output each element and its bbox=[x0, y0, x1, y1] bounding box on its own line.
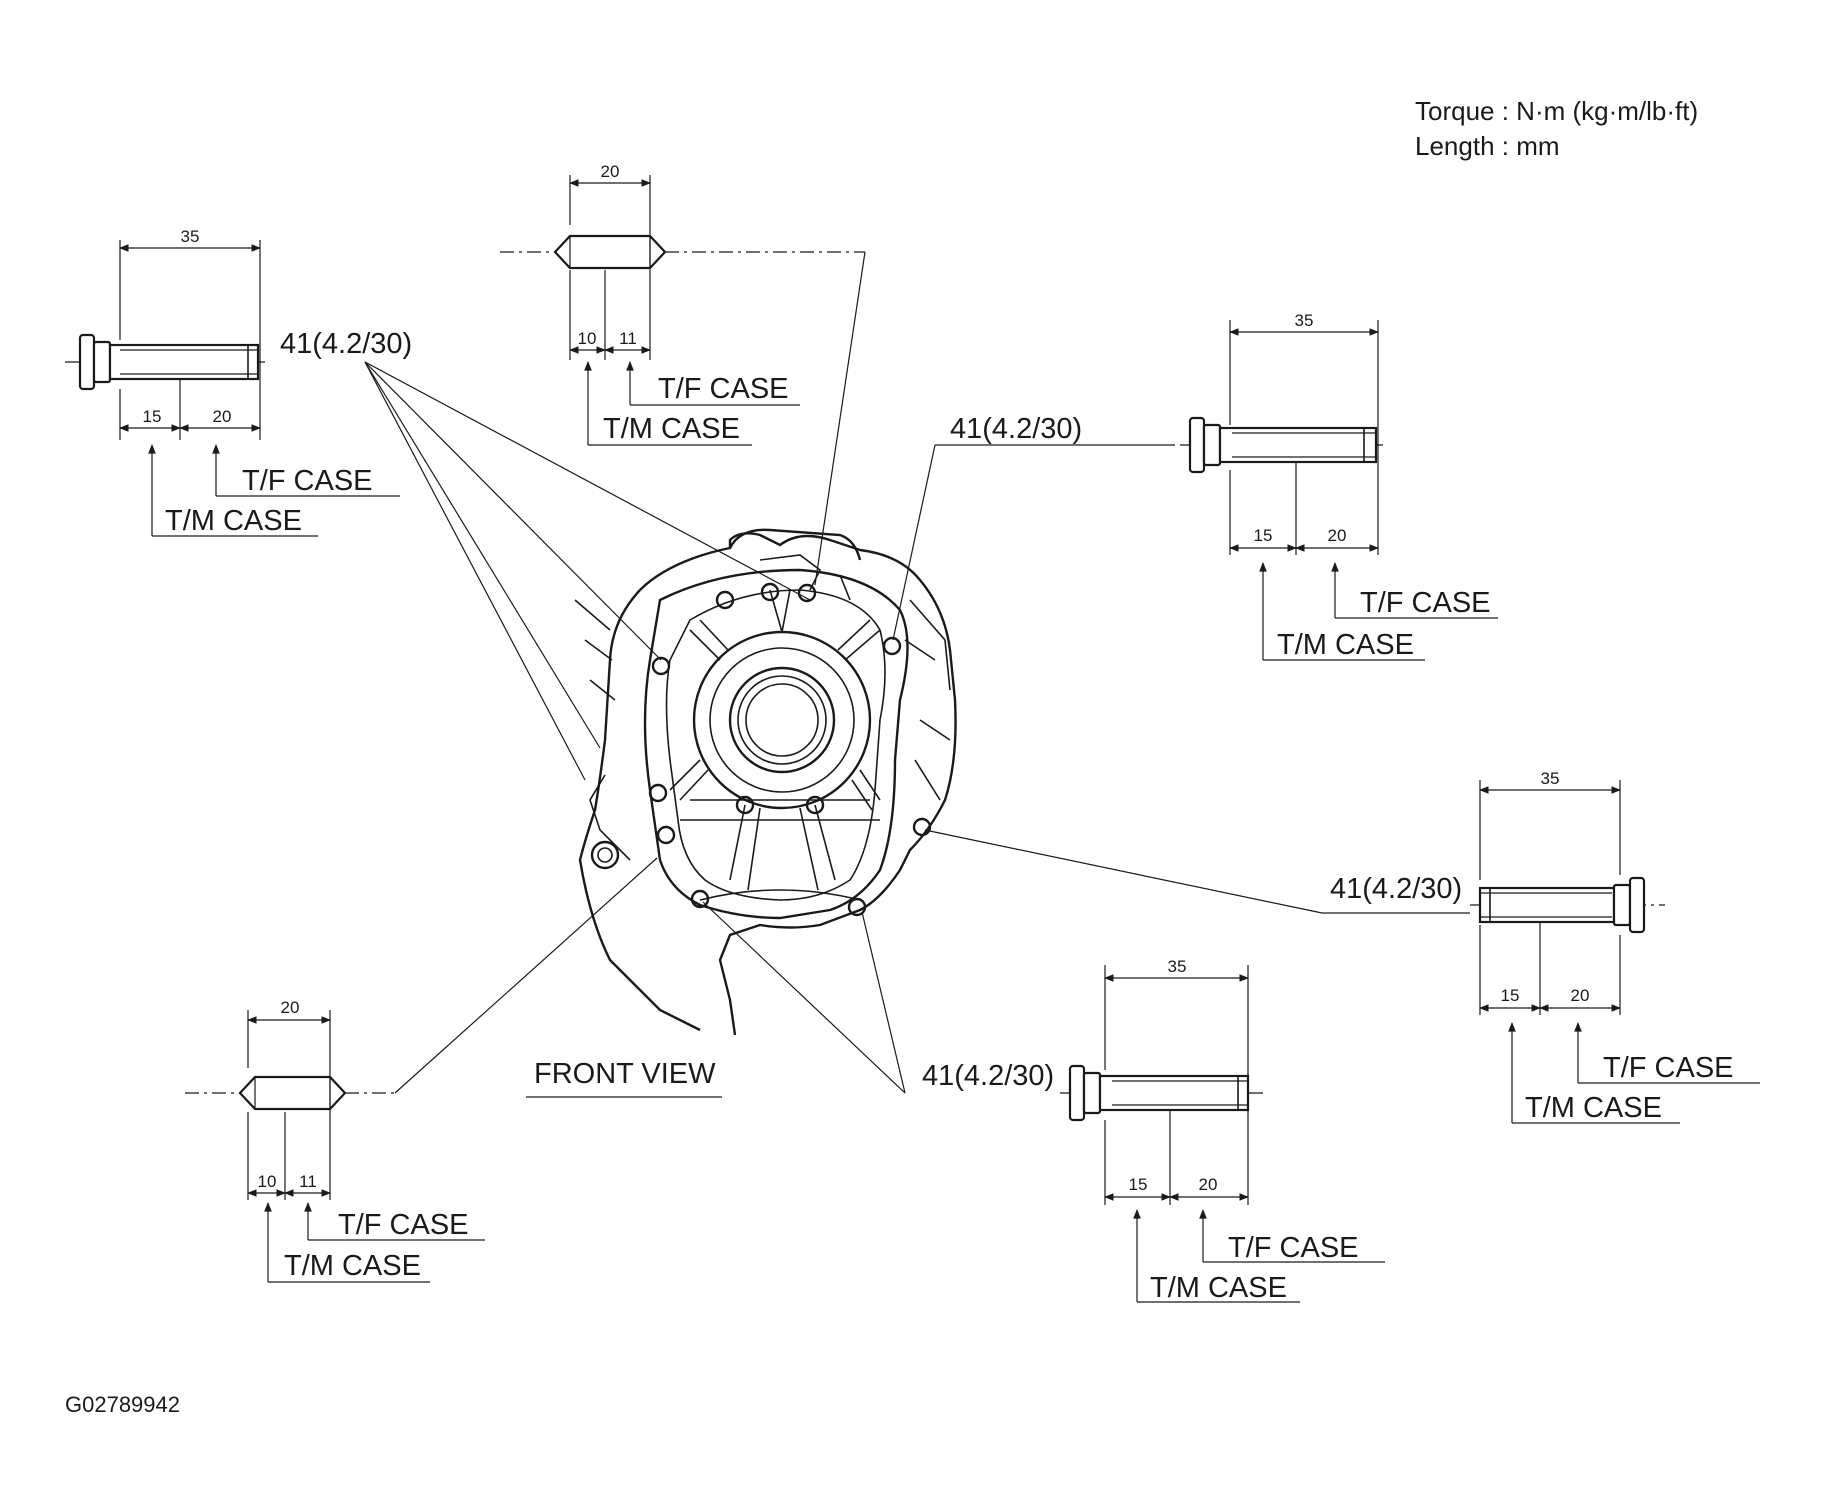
length-units-label: Length : mm bbox=[1415, 131, 1560, 161]
tm-engagement-length: 15 bbox=[1254, 526, 1273, 545]
tf-engagement-length: 20 bbox=[1199, 1175, 1218, 1194]
tf-case-label: T/F CASE bbox=[658, 373, 789, 405]
torque-spec: 41(4.2/30) bbox=[922, 1060, 1054, 1092]
figure-code: G02789942 bbox=[65, 1392, 180, 1417]
bolt-spec-upper-left: 35 15 20 41(4.2/30) T/F CASE T/M CASE bbox=[65, 227, 412, 537]
tf-engagement-length: 11 bbox=[299, 1172, 317, 1191]
tf-case-label: T/F CASE bbox=[242, 465, 373, 497]
tm-engagement-length: 10 bbox=[578, 329, 597, 348]
dowel-spec-lower-left: 20 10 11 T/F CASE T/M CASE bbox=[185, 998, 485, 1283]
overall-length: 20 bbox=[281, 998, 300, 1017]
dowel-spec-top-center: 20 10 11 T/F CASE T/M CASE bbox=[500, 162, 865, 446]
bolt-spec-middle-right: 35 15 20 41(4.2/30) T/F CASE T/M CASE bbox=[935, 311, 1498, 661]
tm-case-label: T/M CASE bbox=[1277, 629, 1414, 661]
torque-spec: 41(4.2/30) bbox=[280, 328, 412, 360]
torque-units-label: Torque : N·m (kg·m/lb·ft) bbox=[1415, 96, 1698, 126]
torque-spec: 41(4.2/30) bbox=[1330, 873, 1462, 905]
transfer-case-front-view bbox=[574, 528, 957, 1036]
tf-case-label: T/F CASE bbox=[1228, 1232, 1359, 1264]
tm-engagement-length: 15 bbox=[1501, 986, 1520, 1005]
tf-case-label: T/F CASE bbox=[338, 1209, 469, 1241]
tf-engagement-length: 20 bbox=[1328, 526, 1347, 545]
tm-engagement-length: 10 bbox=[258, 1172, 277, 1191]
tm-engagement-length: 15 bbox=[143, 407, 162, 426]
tm-case-label: T/M CASE bbox=[1525, 1092, 1662, 1124]
overall-length: 35 bbox=[181, 227, 200, 246]
tm-engagement-length: 15 bbox=[1129, 1175, 1148, 1194]
torque-spec: 41(4.2/30) bbox=[950, 413, 1082, 445]
front-view-label: FRONT VIEW bbox=[534, 1058, 716, 1090]
overall-length: 20 bbox=[601, 162, 620, 181]
tf-engagement-length: 11 bbox=[619, 329, 637, 348]
tf-case-label: T/F CASE bbox=[1603, 1052, 1734, 1084]
tf-engagement-length: 20 bbox=[213, 407, 232, 426]
tm-case-label: T/M CASE bbox=[1150, 1272, 1287, 1304]
bolt-spec-lower-right: 35 15 20 41(4.2/30) T/F CASE T/M CASE bbox=[1322, 769, 1760, 1124]
leader-lines bbox=[364, 251, 1323, 1094]
tf-case-label: T/F CASE bbox=[1360, 587, 1491, 619]
tm-case-label: T/M CASE bbox=[165, 505, 302, 537]
overall-length: 35 bbox=[1541, 769, 1560, 788]
tm-case-label: T/M CASE bbox=[284, 1250, 421, 1282]
bolt-spec-lower-center: 35 15 20 41(4.2/30) T/F CASE T/M CASE bbox=[922, 957, 1385, 1304]
overall-length: 35 bbox=[1295, 311, 1314, 330]
tm-case-label: T/M CASE bbox=[603, 413, 740, 445]
overall-length: 35 bbox=[1168, 957, 1187, 976]
tf-engagement-length: 20 bbox=[1571, 986, 1590, 1005]
